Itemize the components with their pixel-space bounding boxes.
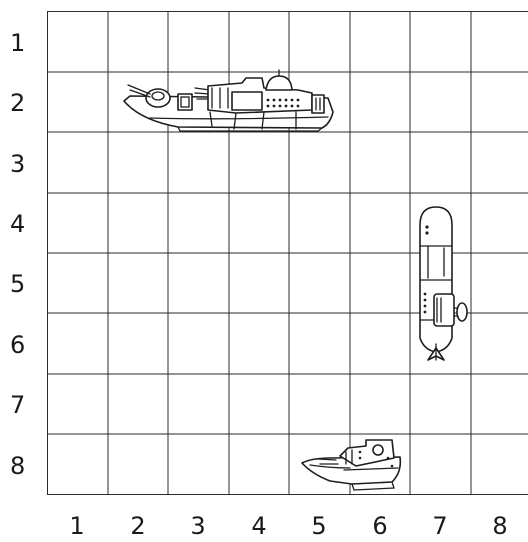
col-labels: 1 2 3 4 5 6 7 8 [69, 512, 507, 540]
row-label: 2 [10, 89, 25, 117]
row-label: 8 [10, 452, 25, 480]
col-label: 1 [69, 512, 84, 540]
row-labels: 1 2 3 4 5 6 7 8 [10, 29, 25, 480]
col-label: 6 [372, 512, 387, 540]
row-label: 1 [10, 29, 25, 57]
row-label: 5 [10, 270, 25, 298]
col-label: 2 [130, 512, 145, 540]
row-label: 3 [10, 150, 25, 178]
col-label: 4 [251, 512, 266, 540]
row-label: 6 [10, 331, 25, 359]
col-label: 3 [190, 512, 205, 540]
col-label: 7 [432, 512, 447, 540]
col-label: 8 [492, 512, 507, 540]
col-label: 5 [311, 512, 326, 540]
patrol-boat-icon [302, 440, 400, 490]
row-label: 7 [10, 391, 25, 419]
row-label: 4 [10, 210, 25, 238]
submarine-icon [420, 207, 467, 360]
